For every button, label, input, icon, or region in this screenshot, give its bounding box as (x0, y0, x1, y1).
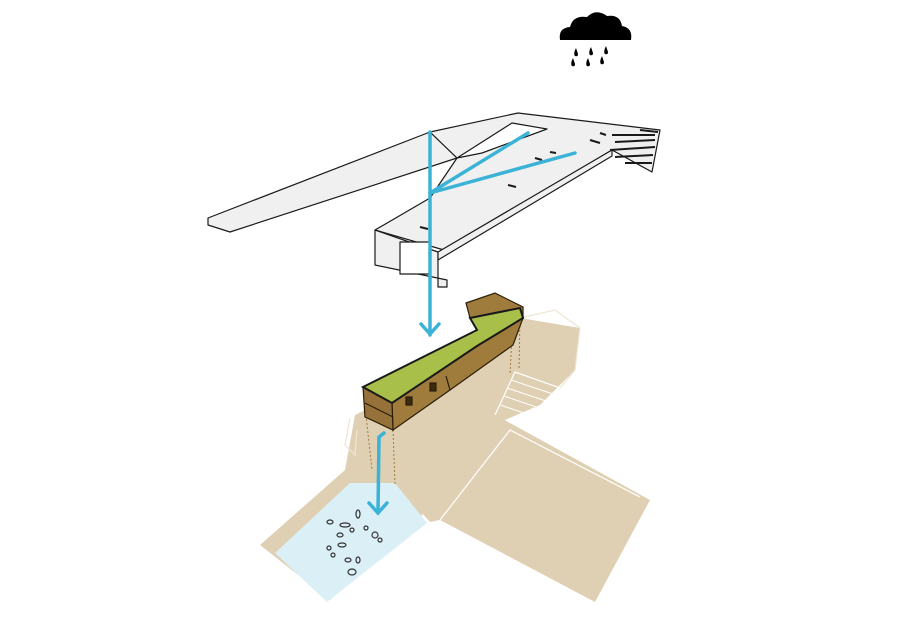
terrain-wall-outline-left (344, 417, 358, 457)
terrain-stairs (494, 371, 561, 431)
stair-lines (499, 379, 557, 421)
roof-opening (456, 122, 548, 159)
terrain-wall-outline (519, 309, 581, 389)
roof-box-side (437, 149, 613, 261)
roof-box-opening (399, 241, 431, 275)
pool (275, 483, 427, 602)
building (360, 292, 525, 432)
flow-diagonal-2 (428, 151, 577, 195)
rain-cloud-icon (559, 12, 632, 67)
water-flow (367, 130, 577, 516)
pebbles (326, 509, 383, 576)
rain-drops (571, 46, 608, 67)
down-arrow-icon (419, 322, 441, 337)
flow-diagonal-1 (428, 131, 530, 195)
roof-canopy (207, 112, 661, 288)
terrain-plaza (398, 415, 650, 602)
building-window (405, 396, 413, 406)
green-roof (360, 306, 525, 405)
roof-perforations (419, 129, 659, 230)
building-window (429, 382, 437, 392)
down-arrow-icon (367, 501, 389, 516)
flow-to-pool (376, 431, 386, 514)
terrain-edge-line (439, 429, 641, 521)
roof-left-arm (207, 131, 458, 233)
